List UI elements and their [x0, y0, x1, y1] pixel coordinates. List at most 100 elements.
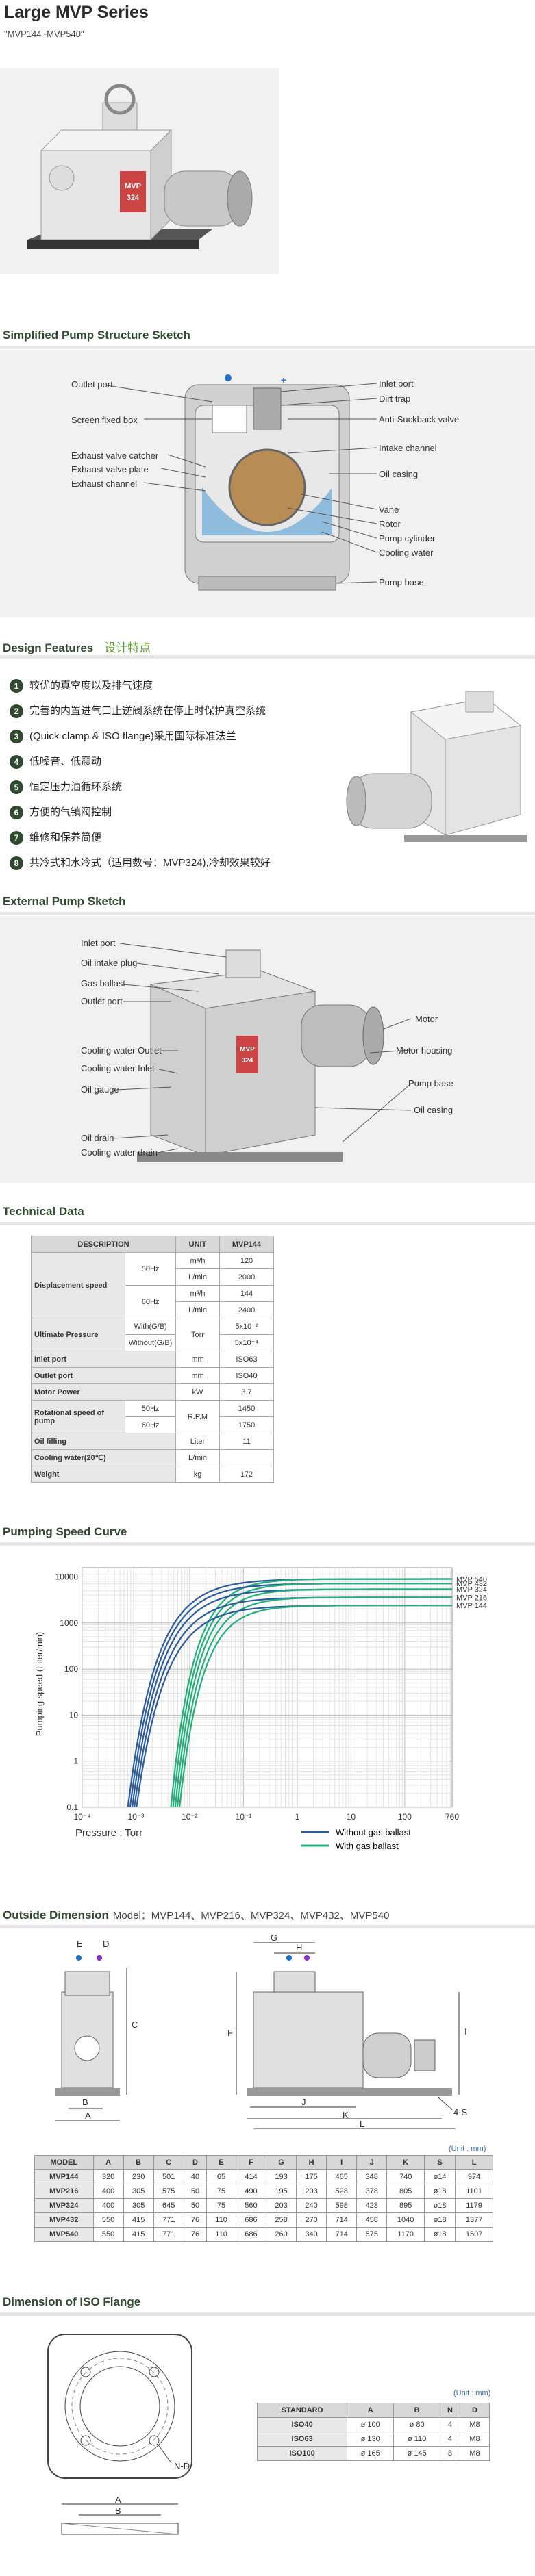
iso-label-b: B: [115, 2505, 121, 2516]
cell: 400: [92, 2184, 124, 2199]
header-cell: S: [424, 2155, 456, 2170]
cell: ø18: [424, 2184, 456, 2199]
feature-number: 3: [10, 730, 23, 743]
feature-text: 低噪音、低震动: [29, 756, 102, 767]
tech-data-table: DESCRIPTION UNIT MVP144 Displacement spe…: [30, 1236, 274, 1483]
cell: 11: [219, 1433, 274, 1450]
cell: ISO63: [219, 1351, 274, 1368]
dim-label-k: K: [343, 2110, 349, 2120]
cell: 2400: [219, 1301, 274, 1318]
cell: 714: [326, 2212, 358, 2228]
cell: 60Hz: [125, 1416, 176, 1433]
cell: 1450: [219, 1400, 274, 1417]
label-exhaust-valve-catcher: Exhaust valve catcher: [71, 450, 159, 461]
series-label: MVP 432: [456, 1580, 487, 1588]
dim-label-j: J: [301, 2097, 306, 2107]
cell: 805: [386, 2184, 425, 2199]
row-label: Oil filling: [31, 1433, 176, 1450]
cell: ISO40: [219, 1367, 274, 1384]
iso-flange-drawing: A B N-D: [34, 2321, 212, 2547]
cell: 1507: [455, 2227, 493, 2242]
cell: 550: [92, 2212, 124, 2228]
section-title-external: External Pump Sketch: [3, 895, 126, 908]
feature-text: (Quick clamp & ISO flange)采用国际标准法兰: [29, 730, 236, 742]
feature-text: 完善的内置进气口止逆阀系统在停止时保护真空系统: [29, 705, 266, 717]
cell: ø14: [424, 2169, 456, 2184]
cell: 50Hz: [125, 1252, 176, 1286]
cell: 144: [219, 1285, 274, 1302]
header-cell: A: [347, 2403, 395, 2418]
dim-unit-label: (Unit : mm): [449, 2145, 486, 2153]
label-motor-housing: Motor housing: [396, 1045, 453, 1056]
label-outlet-port: Outlet port: [81, 996, 123, 1006]
label-dirt-trap: Dirt trap: [379, 394, 411, 404]
section-divider: [0, 912, 535, 915]
cell: 305: [123, 2184, 154, 2199]
header-description: DESCRIPTION: [31, 1236, 176, 1253]
row-label: MVP540: [34, 2227, 94, 2242]
feature-number: 5: [10, 780, 23, 794]
outside-title: Outside Dimension: [3, 1909, 109, 1922]
x-tick-label: 100: [398, 1812, 412, 1822]
cell: 414: [235, 2169, 266, 2184]
cell: 193: [265, 2169, 297, 2184]
cell: L/min: [175, 1449, 220, 1466]
header-cell: N: [440, 2403, 460, 2418]
cell: 258: [265, 2212, 297, 2228]
y-axis-label: Pumping speed (Liter/min): [34, 1632, 45, 1736]
table-row: Rotational speed of pump 50Hz R.P.M 1450: [30, 1400, 274, 1433]
cell: 686: [235, 2212, 266, 2228]
label-motor: Motor: [415, 1014, 438, 1024]
label-gas-ballast: Gas ballast: [81, 978, 126, 989]
cell: 348: [356, 2169, 388, 2184]
cell: 686: [235, 2227, 266, 2242]
label-exhaust-channel: Exhaust channel: [71, 479, 138, 489]
header-cell: D: [459, 2403, 490, 2418]
row-label: MVP432: [34, 2212, 94, 2228]
header-model: MVP144: [219, 1236, 274, 1253]
table-row: Ultimate Pressure With(G/B) Torr 5x10⁻²: [30, 1318, 274, 1351]
cell: 4: [440, 2417, 460, 2432]
cell: 320: [92, 2169, 124, 2184]
cell: 203: [296, 2184, 327, 2199]
cell: 5x10⁻²: [219, 1318, 274, 1335]
series-line-with: [170, 1578, 452, 1808]
series-line-with: [178, 1605, 452, 1808]
series-line-with: [172, 1583, 452, 1808]
cell: 50: [183, 2184, 208, 2199]
outside-dimension-drawing: E D B A G H C F J K L I 4-S: [0, 1930, 535, 2130]
cell: 1179: [455, 2198, 493, 2213]
cell: 560: [235, 2198, 266, 2213]
label-cooling-water-drain: Cooling water drain: [81, 1147, 158, 1158]
cell: 415: [123, 2227, 154, 2242]
svg-text:+: +: [281, 374, 286, 385]
header-cell: H: [296, 2155, 327, 2170]
section-title-structure: Simplified Pump Structure Sketch: [3, 329, 190, 342]
cell: 110: [206, 2212, 236, 2228]
cell: 575: [153, 2184, 184, 2199]
external-sketch-drawing: MVP 324: [112, 943, 412, 1162]
cell: Liter: [175, 1433, 220, 1450]
cell: M8: [459, 2432, 490, 2447]
feature-number: 7: [10, 831, 23, 845]
cell: R.P.M: [175, 1400, 220, 1433]
feature-number: 4: [10, 755, 23, 769]
structure-sketch-panel: + Outlet port Screen fixed box Exhaust v…: [0, 350, 535, 617]
cell: ø 130: [347, 2432, 395, 2447]
series-line-with: [174, 1588, 452, 1808]
cell: 240: [296, 2198, 327, 2213]
label-pump-base: Pump base: [408, 1078, 453, 1088]
cell: ø 110: [393, 2432, 441, 2447]
cell: 260: [265, 2227, 297, 2242]
svg-text:MVP: MVP: [125, 182, 141, 190]
